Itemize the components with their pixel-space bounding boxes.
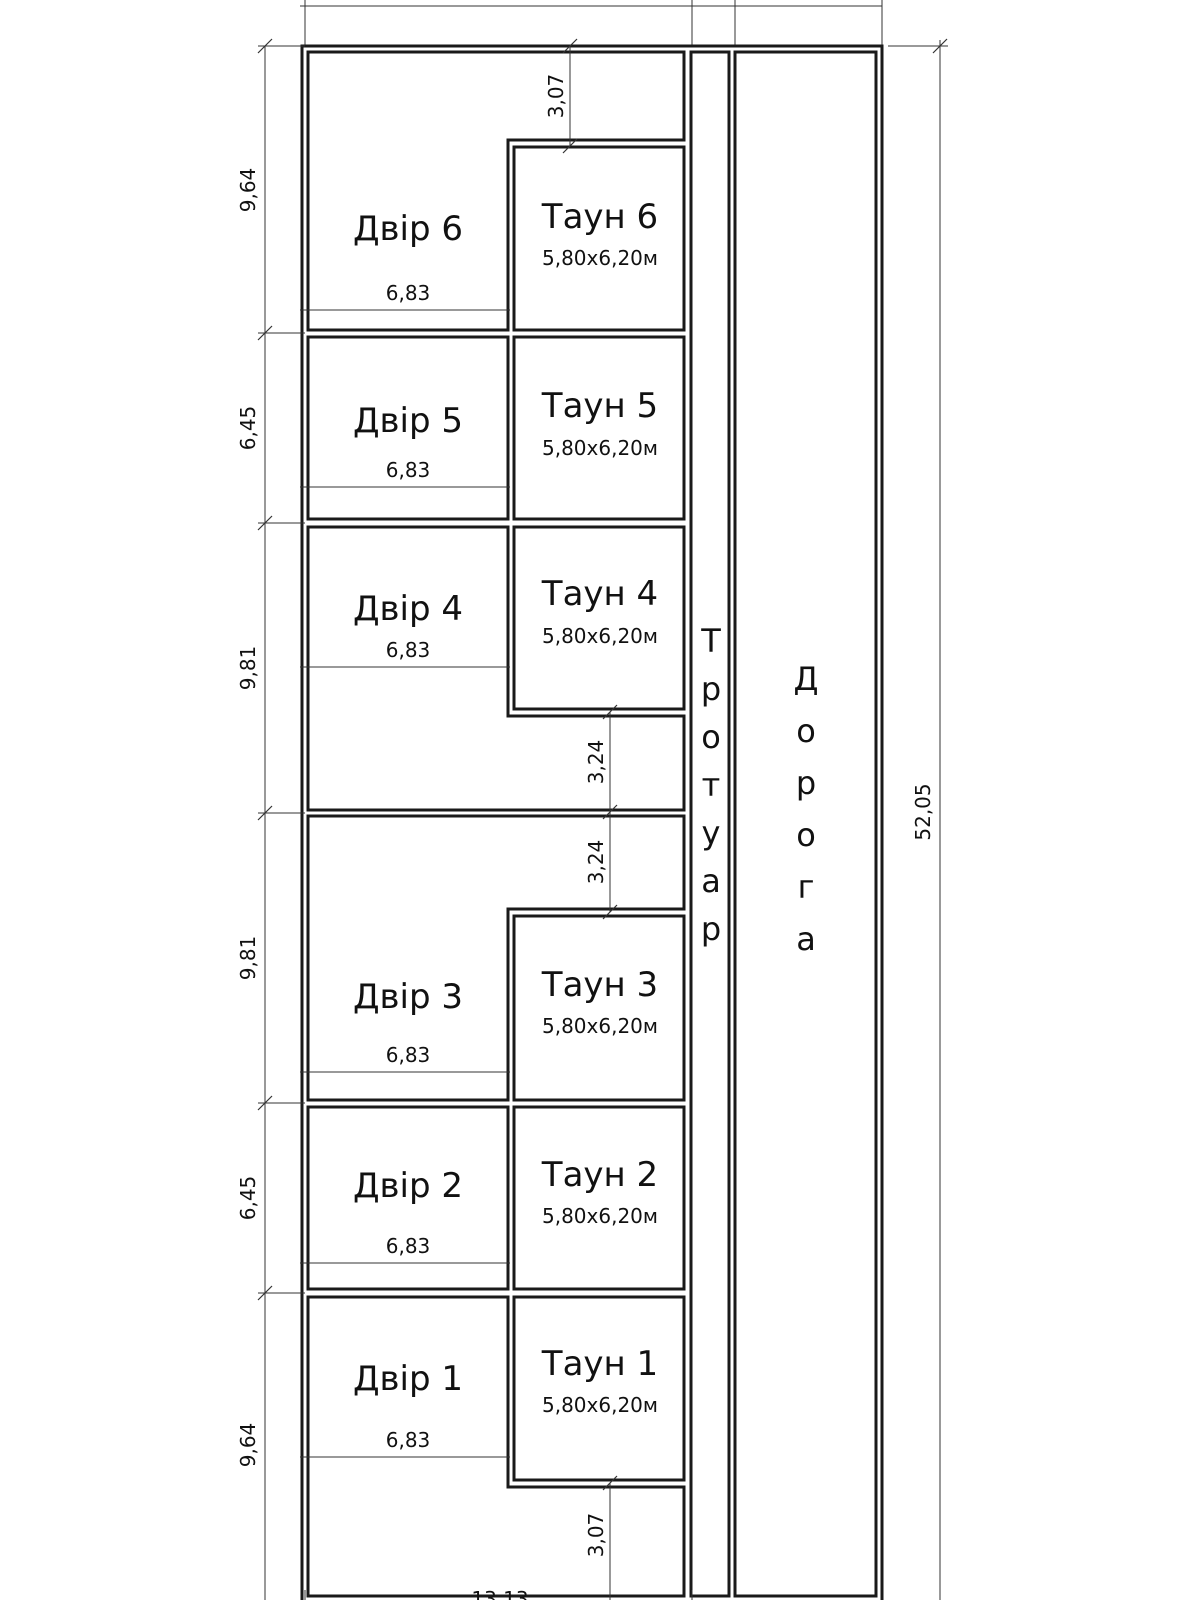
townhouse-6-outline bbox=[512, 145, 686, 332]
townhouse-5-outline bbox=[512, 335, 686, 521]
road-letter: р bbox=[796, 764, 816, 802]
yard-2-label: Двір 2 bbox=[353, 1166, 463, 1206]
left-dim-lot-2: 6,45 bbox=[236, 1176, 260, 1221]
road-letter: о bbox=[796, 712, 816, 750]
top-extension-lines bbox=[300, 0, 883, 46]
yard-5-width: 6,83 bbox=[386, 458, 431, 482]
sidewalk-letter: т bbox=[702, 766, 721, 804]
left-dimension-line bbox=[257, 38, 305, 1600]
townhouse-2-label: Таун 2 bbox=[541, 1155, 658, 1195]
road-letter: о bbox=[796, 816, 816, 854]
yard-3-label: Двір 3 bbox=[353, 977, 463, 1017]
yard-6-outline bbox=[306, 50, 686, 332]
yard-4-label: Двір 4 bbox=[353, 589, 463, 629]
offset-bottom-value: 3,07 bbox=[584, 1513, 608, 1558]
total-length-value: 52,05 bbox=[911, 783, 935, 840]
yard-2-outline bbox=[306, 1105, 510, 1291]
sidewalk-letter: у bbox=[702, 814, 721, 852]
total-length-dimension-line bbox=[888, 38, 948, 1600]
townhouse-3-size: 5,80x6,20м bbox=[542, 1014, 658, 1038]
townhouse-4-outline bbox=[512, 525, 686, 711]
yard-6-width: 6,83 bbox=[386, 281, 431, 305]
road-label: Д о р о г а bbox=[794, 660, 819, 958]
road-letter: г bbox=[798, 868, 815, 906]
sidewalk-letter: о bbox=[701, 718, 721, 756]
yard-1-label: Двір 1 bbox=[353, 1359, 463, 1399]
yard-width-dimensions bbox=[300, 309, 510, 1458]
left-dim-lot-1: 9,64 bbox=[236, 1423, 260, 1468]
road-letter: Д bbox=[794, 660, 819, 698]
yard-4-outline bbox=[306, 525, 686, 812]
left-dim-lot-3: 9,81 bbox=[236, 936, 260, 981]
townhouse-4-label: Таун 4 bbox=[541, 574, 658, 614]
yard-4-width: 6,83 bbox=[386, 638, 431, 662]
townhouse-3-label: Таун 3 bbox=[541, 965, 658, 1005]
yard-6-label: Двір 6 bbox=[353, 209, 463, 249]
townhouse-2-outline bbox=[512, 1105, 686, 1291]
townhouse-1-size: 5,80x6,20м bbox=[542, 1393, 658, 1417]
road-strip bbox=[733, 50, 878, 1598]
yard-1-width: 6,83 bbox=[386, 1428, 431, 1452]
sidewalk-letter: р bbox=[701, 670, 721, 708]
left-dim-lot-5: 6,45 bbox=[236, 406, 260, 451]
townhouse-1-outline bbox=[512, 1295, 686, 1482]
bottom-width-value: 13,13 bbox=[471, 1587, 528, 1600]
townhouse-6-label: Таун 6 bbox=[541, 197, 658, 237]
townhouse-3-outline bbox=[512, 914, 686, 1102]
sidewalk-letter: Т bbox=[700, 622, 721, 660]
yard-1-outline bbox=[306, 1295, 686, 1598]
offset-mid-upper-value: 3,24 bbox=[584, 740, 608, 785]
townhouse-5-label: Таун 5 bbox=[541, 386, 658, 426]
site-boundary bbox=[300, 44, 884, 1600]
townhouse-2-size: 5,80x6,20м bbox=[542, 1204, 658, 1228]
townhouse-4-size: 5,80x6,20м bbox=[542, 624, 658, 648]
sidewalk-label: Т р о т у а р bbox=[700, 622, 721, 948]
yard-5-label: Двір 5 bbox=[353, 401, 463, 441]
sidewalk-letter: а bbox=[701, 862, 721, 900]
offset-top-value: 3,07 bbox=[544, 74, 568, 119]
yard-2-width: 6,83 bbox=[386, 1234, 431, 1258]
offset-dimension-lines bbox=[562, 38, 618, 1600]
yard-5-outline bbox=[306, 335, 510, 521]
offset-mid-lower-value: 3,24 bbox=[584, 840, 608, 885]
townhouse-6-size: 5,80x6,20м bbox=[542, 246, 658, 270]
left-dim-lot-6: 9,64 bbox=[236, 168, 260, 213]
townhouse-5-size: 5,80x6,20м bbox=[542, 436, 658, 460]
road-letter: а bbox=[796, 920, 816, 958]
sidewalk-strip bbox=[689, 50, 731, 1598]
yard-3-outline bbox=[306, 814, 686, 1102]
bottom-dimension-line bbox=[304, 1590, 693, 1600]
sidewalk-letter: р bbox=[701, 910, 721, 948]
left-dim-lot-4: 9,81 bbox=[236, 646, 260, 691]
townhouse-1-label: Таун 1 bbox=[541, 1344, 658, 1384]
yard-3-width: 6,83 bbox=[386, 1043, 431, 1067]
